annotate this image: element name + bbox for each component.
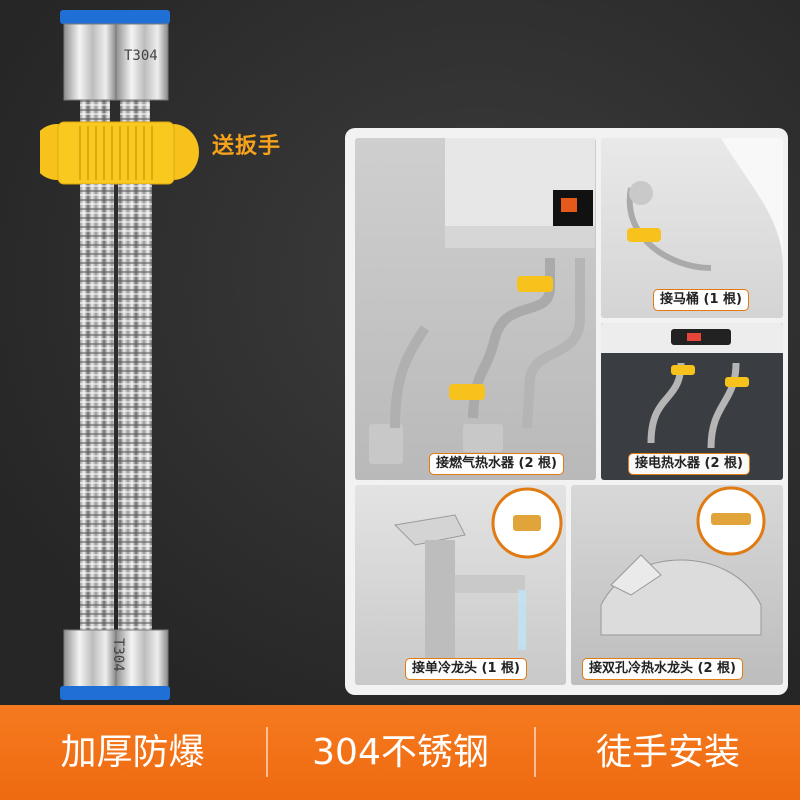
wrench-icon (31, 121, 199, 185)
hose-product-image (31, 10, 230, 700)
feature-bar: 加厚防爆 304不锈钢 徒手安装 (0, 705, 800, 800)
divider (266, 727, 268, 777)
label-gas-water-heater: 接燃气热水器 (2 根) (429, 453, 564, 475)
label-dual-faucet: 接双孔冷热水龙头 (2 根) (582, 658, 743, 680)
nut-marking-bottom: T304 (110, 638, 126, 672)
usage-panel: 接燃气热水器 (2 根) 接马桶 (1 根) 接电热水器 (2 根) (345, 128, 788, 695)
label-electric-water-heater: 接电热水器 (2 根) (628, 453, 750, 475)
nut-marking-top: T304 (124, 48, 158, 64)
hex-nut-icon (63, 23, 169, 101)
label-single-cold-faucet: 接单冷龙头 (1 根) (405, 658, 527, 680)
gift-wrench-label: 送扳手 (212, 134, 282, 159)
photo-toilet (601, 138, 783, 318)
photo-dual-faucet (571, 485, 783, 685)
feature-explosion-proof: 加厚防爆 (60, 732, 205, 773)
divider (534, 727, 536, 777)
feature-hand-install: 徒手安装 (595, 732, 740, 773)
feature-stainless-304: 304不锈钢 (312, 732, 489, 773)
photo-single-cold-faucet (355, 485, 566, 685)
photo-gas-water-heater (355, 138, 596, 480)
blue-washer-icon (60, 10, 170, 24)
label-toilet: 接马桶 (1 根) (653, 289, 749, 311)
